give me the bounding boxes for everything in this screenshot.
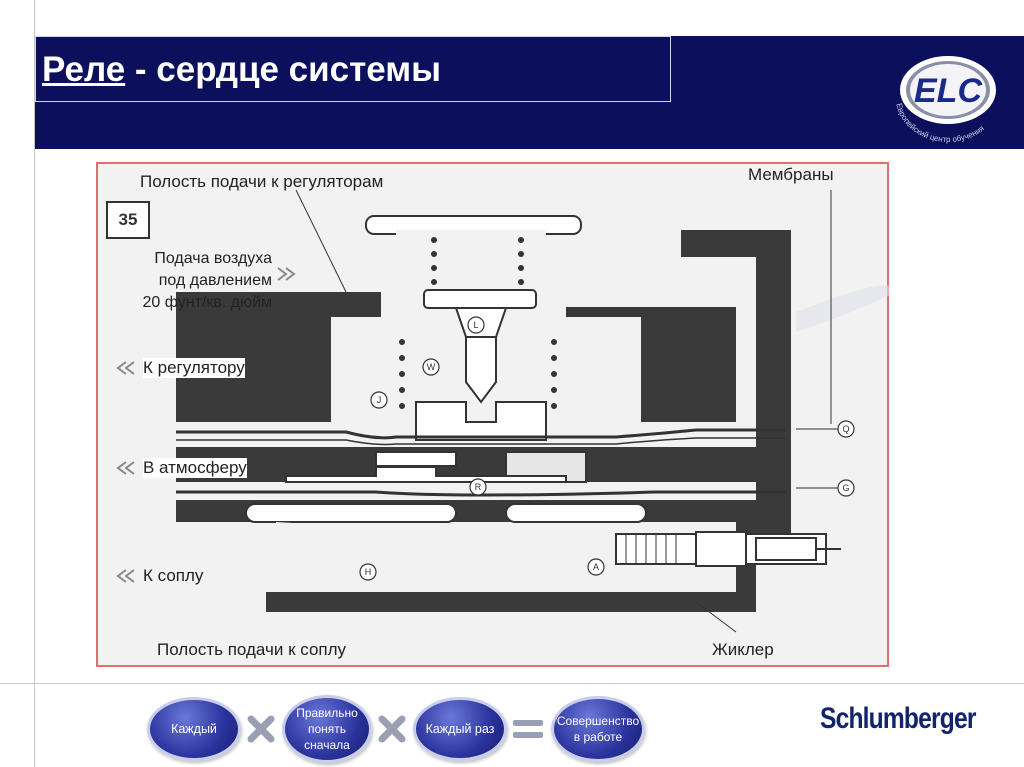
callout-h: H bbox=[365, 567, 372, 577]
relay-diagram: L W J Q G R H A bbox=[116, 189, 889, 633]
label-to-regulator: К регулятору bbox=[143, 358, 245, 378]
footer-divider bbox=[0, 683, 1024, 684]
slide-title: Реле - сердце системы bbox=[42, 50, 441, 90]
callout-l: L bbox=[473, 320, 478, 330]
label-to-atmosphere: В атмосферу bbox=[143, 458, 247, 478]
label-supply-cavity-nozzle: Полость подачи к соплу bbox=[157, 640, 347, 659]
callout-g: G bbox=[842, 483, 849, 493]
multiply-icon bbox=[247, 715, 275, 743]
jet-assembly bbox=[615, 531, 841, 567]
callout-a: A bbox=[593, 562, 599, 572]
callout-j: J bbox=[377, 395, 382, 405]
label-air-supply: Подача воздуха под давлением 20 фунт/кв.… bbox=[135, 248, 273, 314]
air-supply-line3: 20 фунт/кв. дюйм bbox=[142, 294, 273, 311]
title-box bbox=[35, 36, 671, 102]
step-everyone-label: Каждый bbox=[171, 722, 217, 736]
step-everyone: Каждый bbox=[147, 697, 241, 761]
schlumberger-logo: Schlumberger bbox=[820, 702, 976, 735]
label-to-nozzle: К соплу bbox=[143, 566, 204, 585]
multiply-icon-2 bbox=[378, 715, 406, 743]
label-supply-cavity-regulators: Полость подачи к регуляторам bbox=[140, 172, 384, 191]
callout-r: R bbox=[475, 482, 482, 492]
title-keyword: Реле bbox=[42, 50, 126, 89]
callout-w: W bbox=[427, 362, 436, 372]
air-supply-line2: под давлением bbox=[158, 272, 272, 289]
top-springs bbox=[431, 237, 524, 285]
left-divider bbox=[34, 0, 35, 767]
equals-icon bbox=[513, 720, 543, 738]
title-rest: - сердце системы bbox=[125, 50, 442, 89]
label-membranes: Мембраны bbox=[748, 165, 834, 184]
logo-text: ELC bbox=[914, 72, 982, 110]
step-every-time: Каждый раз bbox=[413, 697, 507, 761]
air-supply-line1: Подача воздуха bbox=[154, 250, 272, 267]
elc-logo: ELC Европейский центр обучения bbox=[888, 50, 1008, 145]
label-jet: Жиклер bbox=[712, 640, 774, 659]
middle-springs bbox=[399, 339, 557, 409]
figure-number: 35 bbox=[106, 201, 150, 239]
step-every-time-label: Каждый раз bbox=[425, 722, 495, 736]
callout-q: Q bbox=[842, 424, 849, 434]
